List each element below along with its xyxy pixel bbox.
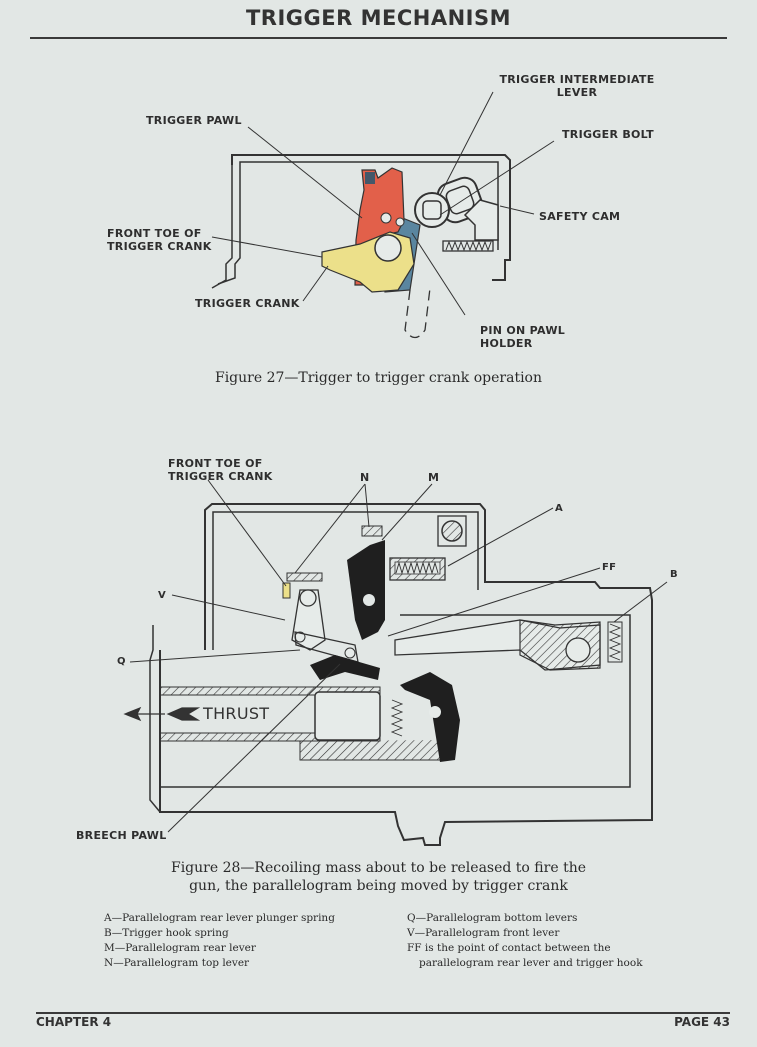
- label-trigger-intermediate-lever: TRIGGER INTERMEDIATE LEVER: [499, 73, 655, 99]
- figure-27-diagram: [211, 91, 555, 339]
- label-trigger-bolt: TRIGGER BOLT: [562, 128, 654, 141]
- figure-28-legend-left: A—Parallelogram rear lever plunger sprin…: [104, 911, 335, 971]
- label-q: Q: [117, 656, 126, 667]
- breech-pawl-lower: [400, 672, 460, 762]
- label-trigger-pawl: TRIGGER PAWL: [146, 114, 242, 127]
- legend-item: parallelogram rear lever and trigger hoo…: [419, 957, 643, 969]
- figure-28-diagram: [123, 479, 668, 846]
- footer-chapter: CHAPTER 4: [36, 1015, 112, 1029]
- figure-28-legend-right: Q—Parallelogram bottom levers V—Parallel…: [407, 911, 643, 971]
- safety-cam-shape: [463, 199, 499, 241]
- label-v: V: [158, 590, 167, 601]
- label-trigger-crank: TRIGGER CRANK: [195, 297, 300, 310]
- figure-27-caption: Figure 27—Trigger to trigger crank opera…: [214, 370, 543, 386]
- legend-item: B—Trigger hook spring: [104, 927, 229, 939]
- label-ff: FF: [602, 562, 617, 573]
- legend-item: V—Parallelogram front lever: [407, 927, 560, 939]
- label-fig28-front-toe-of-trigger-crank: FRONT TOE OF TRIGGER CRANK: [168, 457, 273, 483]
- parallelogram-top-lever-shape: [361, 525, 383, 537]
- page-title: TRIGGER MECHANISM: [245, 6, 511, 30]
- label-m: M: [428, 471, 440, 484]
- label-safety-cam: SAFETY CAM: [539, 210, 621, 223]
- label-breech-pawl: BREECH PAWL: [76, 829, 167, 842]
- front-toe-crank-shape: [282, 582, 291, 599]
- recoiling-mass-block: [314, 691, 381, 741]
- legend-item: FF is the point of contact between the: [407, 942, 611, 954]
- thrust-arrow-icon: [123, 706, 201, 722]
- label-b: B: [670, 569, 678, 580]
- breech-pawl-shape: [310, 655, 380, 680]
- fig27-housing: [231, 154, 511, 281]
- intermediate-lever-shape: [414, 192, 450, 228]
- fig28-spring-b: [607, 621, 623, 663]
- label-a: A: [555, 503, 564, 514]
- trigger-outline: [404, 287, 431, 339]
- fig28-housing: [159, 503, 653, 846]
- fig27-spring: [442, 240, 494, 252]
- legend-item: N—Parallelogram top lever: [104, 957, 250, 969]
- figure-28-caption: Figure 28—Recoiling mass about to be rel…: [170, 860, 586, 894]
- label-thrust: THRUST: [203, 704, 270, 723]
- legend-item: A—Parallelogram rear lever plunger sprin…: [104, 912, 335, 924]
- parallelogram-rear-lever-shape: [347, 540, 385, 640]
- label-front-toe-of-trigger-crank: FRONT TOE OF TRIGGER CRANK: [107, 227, 212, 253]
- legend-item: M—Parallelogram rear lever: [104, 942, 256, 954]
- header-rule: [30, 37, 727, 39]
- legend-item: Q—Parallelogram bottom levers: [407, 912, 578, 924]
- label-pin-on-pawl-holder: PIN ON PAWL HOLDER: [480, 324, 566, 350]
- footer-page-number: PAGE 43: [674, 1015, 730, 1029]
- footer-rule: [36, 1012, 730, 1014]
- label-n: N: [360, 471, 370, 484]
